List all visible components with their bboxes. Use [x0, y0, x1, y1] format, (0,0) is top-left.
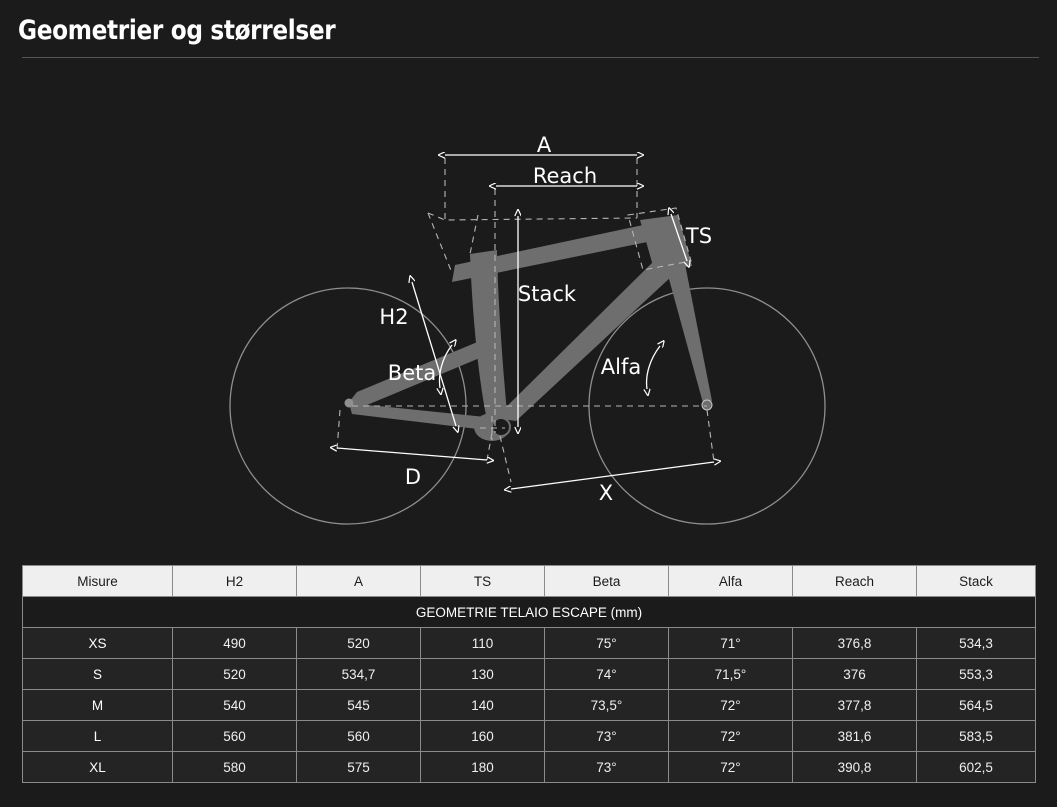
- cell-alfa: 72°: [668, 751, 793, 783]
- table-body: GEOMETRIE TELAIO ESCAPE (mm) XS 490 520 …: [22, 596, 1036, 783]
- table-header: Misure H2 A TS Beta Alfa Reach Stack: [22, 565, 1036, 597]
- column-header-a: A: [296, 565, 421, 597]
- dimension-ts-arrow: [671, 214, 687, 261]
- cell-beta: 73°: [544, 720, 669, 752]
- cell-alfa: 71°: [668, 627, 793, 659]
- cell-reach: 381,6: [792, 720, 917, 752]
- x-left-extension: [499, 435, 512, 483]
- label-alfa: Alfa: [601, 355, 641, 379]
- cell-size: XL: [22, 751, 173, 783]
- column-header-reach: Reach: [792, 565, 917, 597]
- label-h2: H2: [379, 305, 408, 329]
- cell-ts: 180: [420, 751, 545, 783]
- cell-stack: 602,5: [916, 751, 1036, 783]
- table-row: XS 490 520 110 75° 71° 376,8 534,3: [22, 627, 1036, 659]
- down-tube: [495, 260, 672, 421]
- cell-beta: 73°: [544, 751, 669, 783]
- cell-beta: 73,5°: [544, 689, 669, 721]
- dimension-x-arrow: [511, 462, 714, 489]
- headtube-box: [627, 207, 692, 271]
- top-tube: [452, 224, 652, 282]
- bicycle-geometry-diagram: A Reach TS Stack H2 Beta Alfa D X: [229, 133, 826, 525]
- dimension-d-arrow: [337, 448, 487, 460]
- toptube-box: [427, 212, 638, 221]
- cell-a: 575: [296, 751, 421, 783]
- cell-a: 545: [296, 689, 421, 721]
- cell-reach: 377,8: [792, 689, 917, 721]
- seat-axis-extension: [469, 214, 479, 255]
- cell-a: 560: [296, 720, 421, 752]
- x-right-extension: [706, 409, 715, 463]
- beta-angle-arc: [440, 345, 453, 388]
- cell-beta: 74°: [544, 658, 669, 690]
- page-header: Geometrier og størrelser: [0, 0, 1057, 50]
- cell-reach: 376: [792, 658, 917, 690]
- column-header-ts: TS: [420, 565, 545, 597]
- geometry-table: Misure H2 A TS Beta Alfa Reach Stack GEO…: [22, 565, 1036, 783]
- header-divider: [22, 57, 1039, 58]
- cell-beta: 75°: [544, 627, 669, 659]
- seat-tube: [470, 250, 508, 424]
- column-header-stack: Stack: [916, 565, 1036, 597]
- table-row: L 560 560 160 73° 72° 381,6 583,5: [22, 720, 1036, 752]
- column-header-h2: H2: [172, 565, 297, 597]
- page-title: Geometrier og størrelser: [18, 15, 336, 46]
- cell-alfa: 72°: [668, 689, 793, 721]
- cell-stack: 583,5: [916, 720, 1036, 752]
- cell-reach: 376,8: [792, 627, 917, 659]
- label-a: A: [537, 133, 552, 157]
- table-section-row: GEOMETRIE TELAIO ESCAPE (mm): [22, 596, 1036, 628]
- geometry-table-container: Misure H2 A TS Beta Alfa Reach Stack GEO…: [22, 565, 1036, 783]
- label-reach: Reach: [533, 164, 597, 188]
- d-left-extension: [336, 409, 341, 451]
- label-stack: Stack: [518, 282, 577, 306]
- alfa-angle-arc: [647, 346, 660, 389]
- dimension-h2-arrow: [412, 282, 456, 426]
- table-row: S 520 534,7 130 74° 71,5° 376 553,3: [22, 658, 1036, 690]
- label-x: X: [599, 481, 613, 505]
- rear-hub: [344, 398, 354, 408]
- cell-h2: 580: [172, 751, 297, 783]
- table-row: M 540 545 140 73,5° 72° 377,8 564,5: [22, 689, 1036, 721]
- cell-ts: 140: [420, 689, 545, 721]
- cell-a: 520: [296, 627, 421, 659]
- cell-alfa: 71,5°: [668, 658, 793, 690]
- cell-ts: 160: [420, 720, 545, 752]
- h2-box-left: [427, 212, 453, 274]
- cell-stack: 564,5: [916, 689, 1036, 721]
- label-d: D: [405, 465, 421, 489]
- cell-ts: 130: [420, 658, 545, 690]
- table-header-row: Misure H2 A TS Beta Alfa Reach Stack: [22, 565, 1036, 597]
- column-header-alfa: Alfa: [668, 565, 793, 597]
- chainstay: [349, 403, 495, 430]
- cell-h2: 540: [172, 689, 297, 721]
- front-hub: [701, 399, 713, 411]
- cell-stack: 534,3: [916, 627, 1036, 659]
- fork: [666, 264, 712, 403]
- dimension-arrows: [337, 155, 714, 489]
- cell-stack: 553,3: [916, 658, 1036, 690]
- cell-h2: 560: [172, 720, 297, 752]
- label-beta: Beta: [388, 361, 436, 385]
- cell-size: L: [22, 720, 173, 752]
- label-ts: TS: [685, 224, 712, 248]
- angle-arcs: [440, 345, 661, 389]
- cell-alfa: 72°: [668, 720, 793, 752]
- column-header-misure: Misure: [22, 565, 173, 597]
- cell-a: 534,7: [296, 658, 421, 690]
- cell-ts: 110: [420, 627, 545, 659]
- table-section-title: GEOMETRIE TELAIO ESCAPE (mm): [22, 596, 1036, 628]
- column-header-beta: Beta: [544, 565, 669, 597]
- cell-size: S: [22, 658, 173, 690]
- cell-h2: 520: [172, 658, 297, 690]
- cell-size: XS: [22, 627, 173, 659]
- cell-h2: 490: [172, 627, 297, 659]
- cell-reach: 390,8: [792, 751, 917, 783]
- cell-size: M: [22, 689, 173, 721]
- table-row: XL 580 575 180 73° 72° 390,8 602,5: [22, 751, 1036, 783]
- diagram-area: A Reach TS Stack H2 Beta Alfa D X: [0, 58, 1057, 548]
